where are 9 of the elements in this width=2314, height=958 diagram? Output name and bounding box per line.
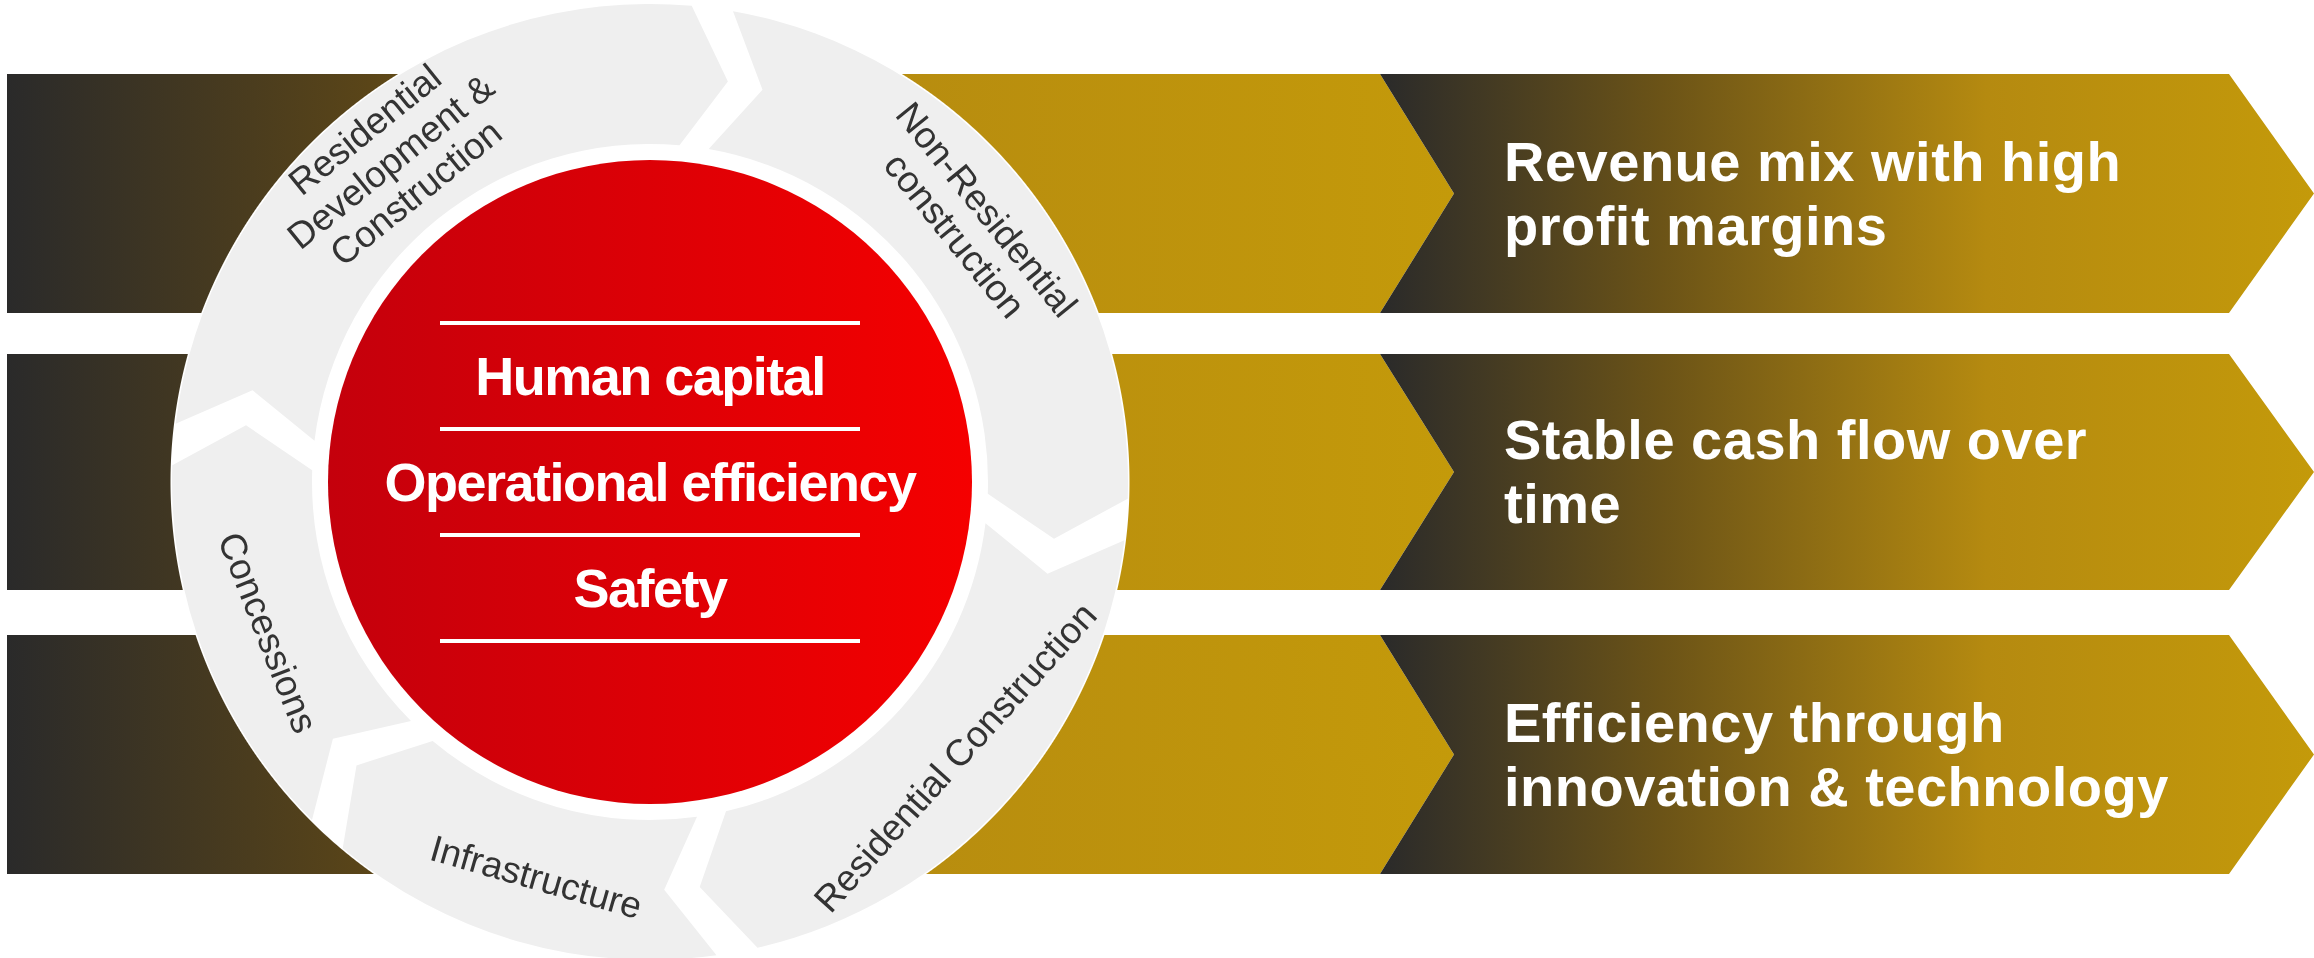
banner-text: Revenue mix with high profit margins [1504,129,2123,258]
banner-text: Efficiency through innovation & technology [1504,690,2170,819]
chevron-banner [1380,74,2314,313]
chevron-banner [1380,635,2314,874]
circle-text: Human capital [474,344,826,407]
banner-text: Stable cash flow over time [1504,407,2089,537]
chevron-banner [1380,354,2314,590]
circle-text: Operational efficiency [383,450,918,514]
circle-text: Safety [572,557,729,620]
